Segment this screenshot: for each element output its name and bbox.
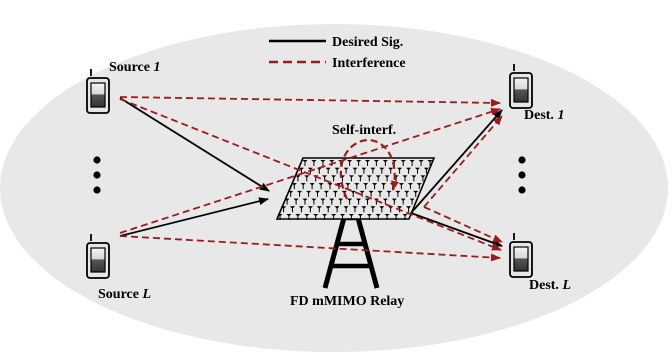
- interference-arrow-relay-dest1: [423, 115, 503, 208]
- desired-arrow-sourceL-relay: [119, 197, 269, 237]
- interference-arrow-source1-dest1: [119, 96, 501, 107]
- desired-arrow-relay-dest1: [410, 109, 503, 214]
- source-l-label: Source L: [98, 287, 151, 302]
- self-interference-label: Self-interf.: [332, 123, 396, 138]
- interference-arrow-sourceL-destL: [119, 235, 501, 262]
- dest-1-label: Dest. 1: [524, 108, 564, 123]
- self-interference-loop: [339, 138, 399, 200]
- interference-arrow-relay-destL: [423, 206, 503, 243]
- interference-arrow-source1-destL: [119, 98, 502, 251]
- legend-interference-label: Interference: [332, 56, 406, 71]
- interference-arrow-sourceL-dest1: [119, 107, 501, 234]
- desired-arrow-source1-relay: [119, 97, 270, 192]
- legend-desired-label: Desired Sig.: [332, 35, 403, 50]
- relay-label: FD mMIMO Relay: [290, 294, 404, 309]
- desired-arrow-relay-destL: [410, 212, 503, 247]
- desired-signals: [119, 97, 503, 247]
- interference-signals: [119, 96, 503, 262]
- ellipsis-dots-icon: [93, 156, 526, 194]
- legend: Desired Sig. Interference: [269, 35, 406, 71]
- source-1-label: Source 1: [109, 60, 160, 75]
- antenna-array-icon: [275, 157, 436, 221]
- dest-l-label: Dest. L: [529, 278, 571, 293]
